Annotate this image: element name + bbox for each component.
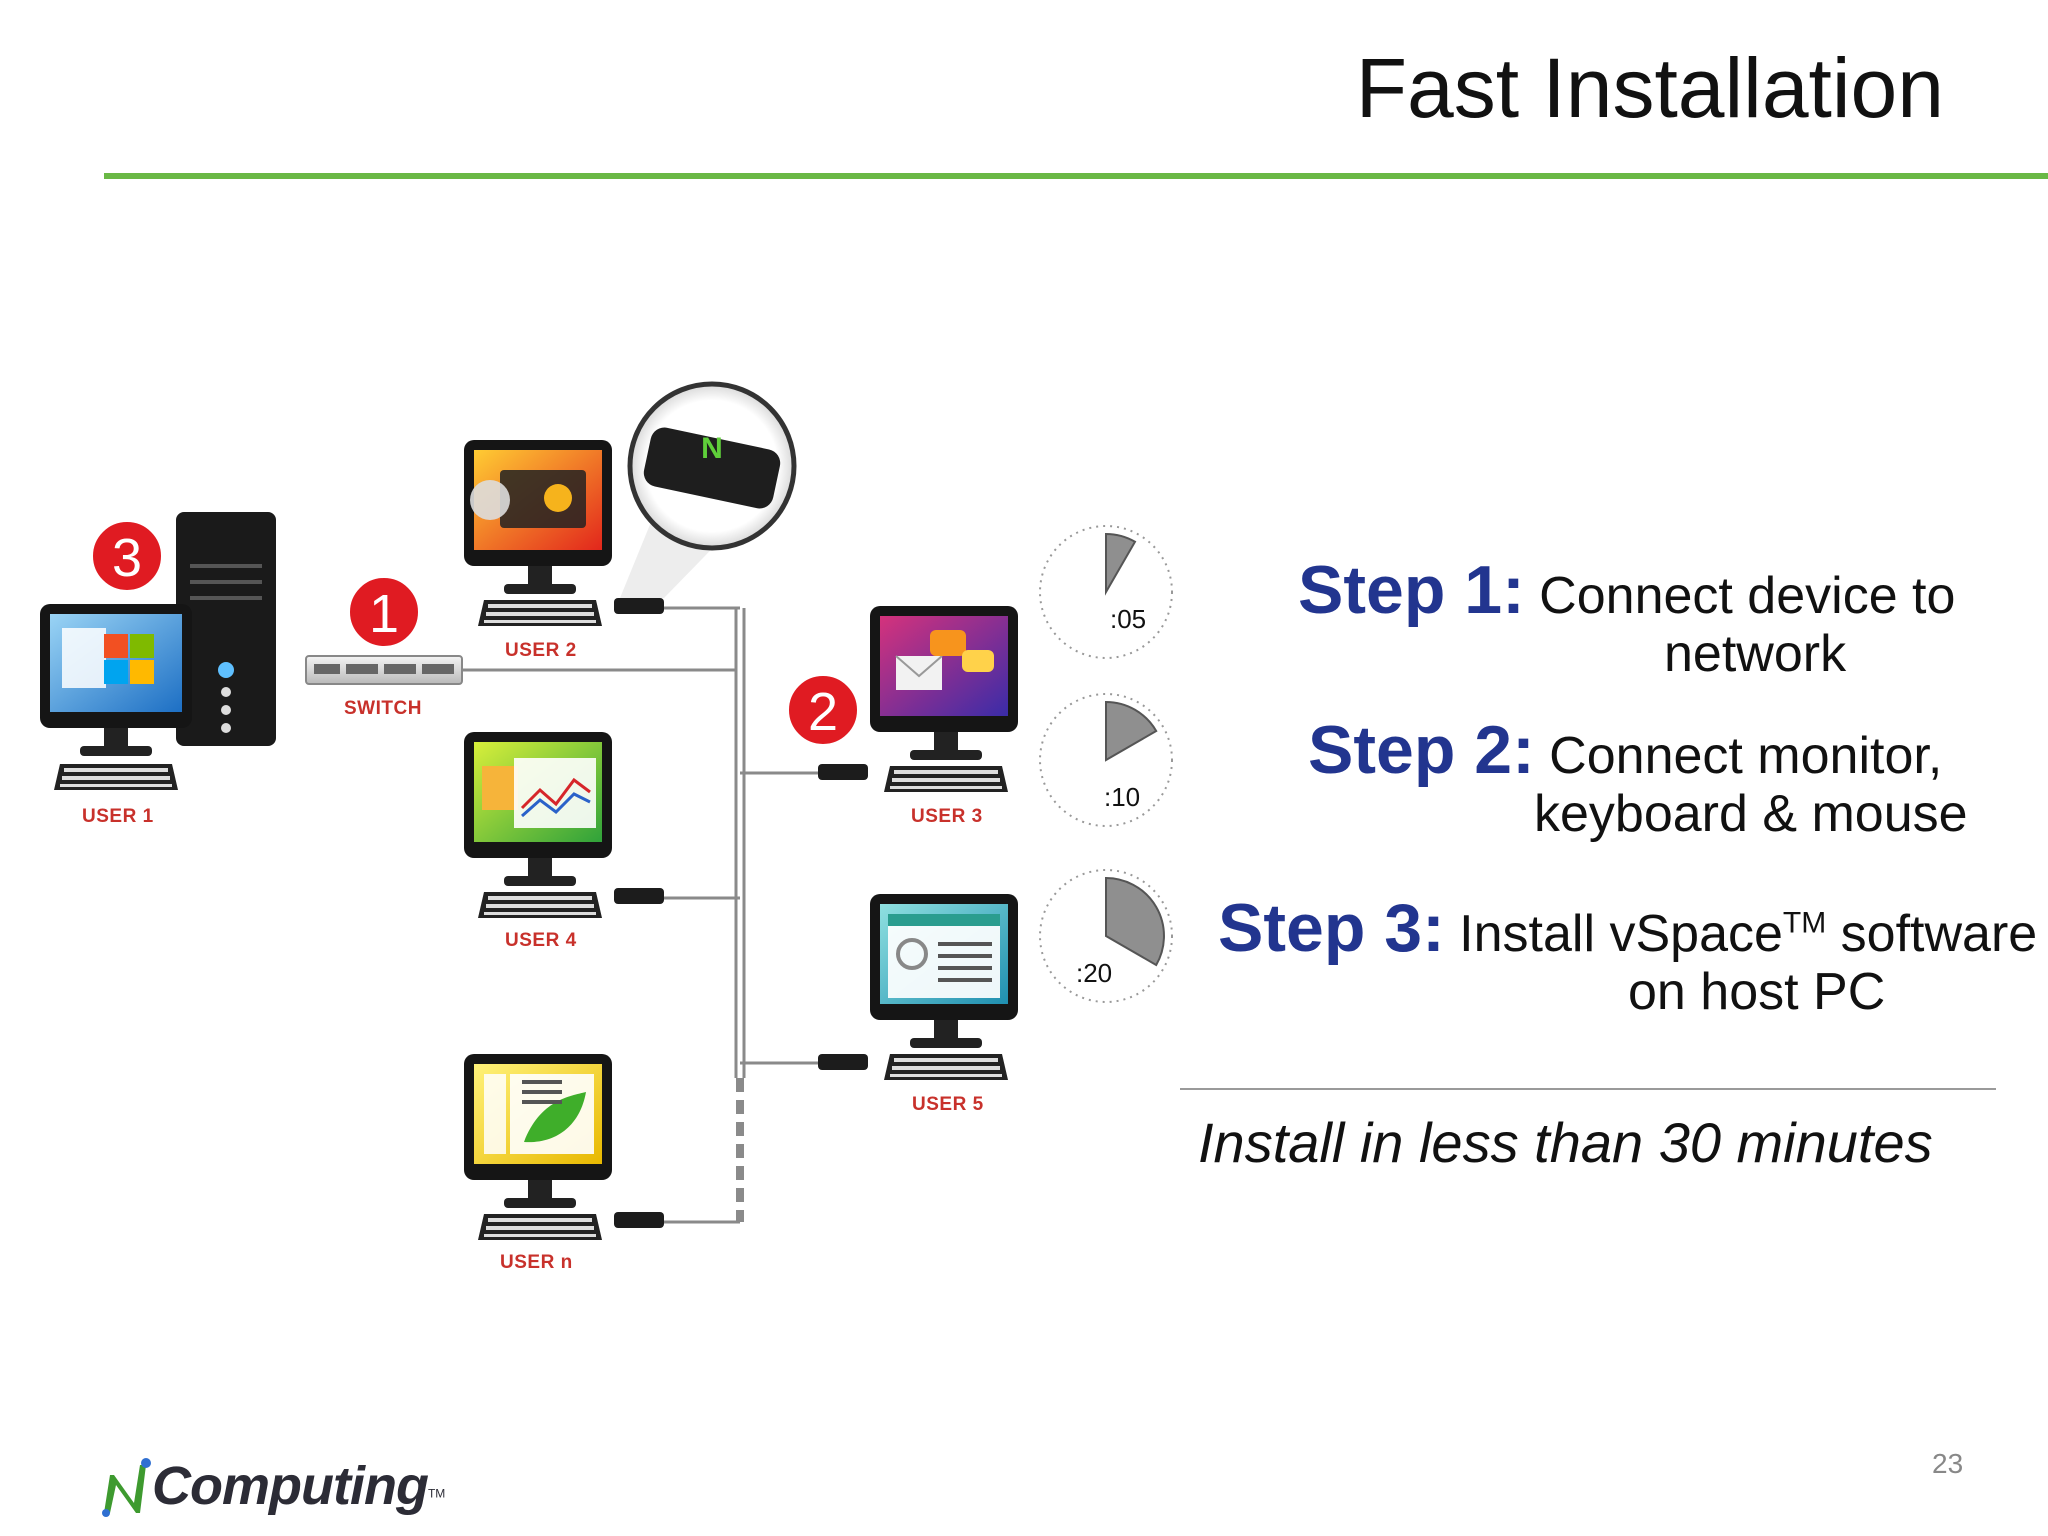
logo-wordmark: Computing xyxy=(152,1456,429,1516)
timer-wedge-2 xyxy=(1105,700,1158,762)
network-cables xyxy=(462,606,820,1224)
tagline-divider xyxy=(1180,1088,1996,1090)
trademark-superscript: TM xyxy=(1782,906,1827,940)
step1-badge-number: 1 xyxy=(369,584,399,644)
timer-wedge-1 xyxy=(1105,532,1137,596)
access-device-user5 xyxy=(818,1054,868,1070)
user5-label: USER 5 xyxy=(912,1094,984,1115)
step1-badge: 1 xyxy=(346,574,422,650)
network-diagram: USER 1 SWITCH 3 1 2 USER 2 xyxy=(40,381,1173,1273)
step-2: Step 2: Connect monitor, keyboard & mous… xyxy=(1308,715,1968,840)
step2-badge: 2 xyxy=(785,672,861,748)
user3-label: USER 3 xyxy=(911,806,983,827)
ncomputing-logo: ComputingTM xyxy=(100,1455,445,1517)
access-device-user2 xyxy=(614,598,664,614)
user2-monitor xyxy=(464,440,612,626)
step2-badge-number: 2 xyxy=(808,682,838,742)
step-3-text-line1-rest: software xyxy=(1826,905,2038,963)
step-2-text-line2: keyboard & mouse xyxy=(1534,785,1968,843)
step-1-text-line2: network xyxy=(1664,625,1847,683)
step-3: Step 3: Install vSpaceTM software on hos… xyxy=(1218,893,2038,1018)
title-divider xyxy=(104,173,2048,179)
step-3-text-line1: Install vSpace xyxy=(1459,905,1783,963)
page-title: Fast Installation xyxy=(1355,41,1944,135)
host-pc-tower xyxy=(176,512,276,746)
switch-label: SWITCH xyxy=(344,698,422,719)
timer-clock-3: :20 xyxy=(1039,869,1173,1003)
access-device-user4 xyxy=(614,888,664,904)
step-3-text-line2: on host PC xyxy=(1628,963,1886,1021)
access-device-usern xyxy=(614,1212,664,1228)
user4-monitor xyxy=(464,732,612,918)
access-devices xyxy=(614,598,868,1228)
step-1-text-line1: Connect device to xyxy=(1539,567,1956,625)
step-2-text-line1: Connect monitor, xyxy=(1549,727,1943,785)
user3-monitor xyxy=(870,606,1018,792)
timer-clock-1: :05 xyxy=(1039,525,1173,659)
step-1: Step 1: Connect device to network xyxy=(1298,555,1956,680)
timer-clock-2: :10 xyxy=(1039,693,1173,827)
timer-wedge-3 xyxy=(1105,876,1165,967)
user1-label: USER 1 xyxy=(82,806,154,827)
ncomputing-n-logo-icon xyxy=(102,1458,151,1517)
step-2-label: Step 2: xyxy=(1308,712,1535,788)
step-3-label: Step 3: xyxy=(1218,890,1445,966)
network-switch xyxy=(305,655,463,685)
usern-label: USER n xyxy=(500,1252,573,1273)
timer-label-2: :10 xyxy=(1104,782,1140,812)
tagline: Install in less than 30 minutes xyxy=(1198,1111,1933,1174)
page-number: 23 xyxy=(1932,1448,1964,1479)
step3-badge: 3 xyxy=(89,518,165,594)
step-1-label: Step 1: xyxy=(1298,552,1525,628)
user2-label: USER 2 xyxy=(505,640,577,661)
user1-monitor xyxy=(40,604,192,790)
timer-label-3: :20 xyxy=(1076,958,1112,988)
ncomputing-device-magnifier: N xyxy=(620,381,797,598)
step3-badge-number: 3 xyxy=(112,528,142,588)
logo-trademark: TM xyxy=(427,1486,446,1501)
n-logo-icon: N xyxy=(701,432,723,465)
user5-monitor xyxy=(870,894,1018,1080)
usern-monitor xyxy=(464,1054,612,1240)
access-device-user3 xyxy=(818,764,868,780)
timer-label-1: :05 xyxy=(1110,604,1146,634)
user4-label: USER 4 xyxy=(505,930,577,951)
